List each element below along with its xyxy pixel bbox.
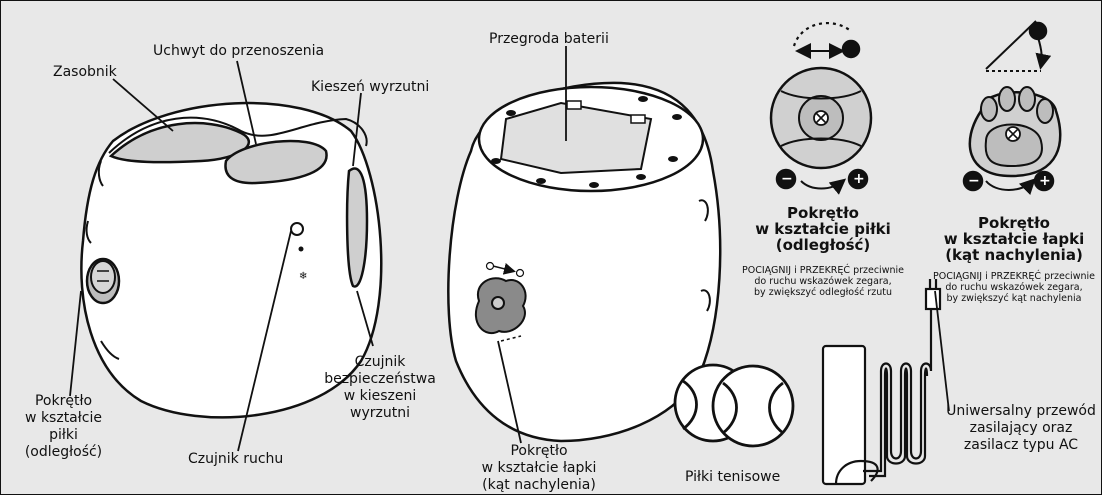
paw-knob-detail — [964, 21, 1060, 190]
label-carry-handle: Uchwyt do przenoszenia — [153, 43, 324, 60]
power-adapter — [823, 279, 940, 484]
label-battery-compartment: Przegroda baterii — [489, 31, 609, 48]
label-power-cord: Uniwersalny przewód zasilający oraz zasi… — [939, 403, 1102, 454]
launch-pocket — [347, 168, 367, 286]
plus-icon: + — [853, 170, 863, 188]
paw-knob-title: Pokrętło w kształcie łapki (kąt nachylen… — [939, 215, 1089, 263]
tennis-balls — [675, 365, 793, 446]
angle-knob-back — [476, 278, 526, 333]
motion-sensor-dot — [291, 223, 303, 235]
svg-text:❄: ❄ — [299, 271, 307, 282]
label-paw-knob-bottom: Pokrętło w kształcie łapki (kąt nachylen… — [464, 443, 614, 494]
minus-icon: − — [781, 170, 791, 188]
label-tennis-balls: Piłki tenisowe — [685, 469, 780, 486]
ball-knob-detail — [771, 23, 871, 188]
minus-icon: − — [968, 172, 978, 190]
label-launch-pocket: Kieszeń wyrzutni — [311, 79, 429, 96]
paw-knob-instructions: POCIĄGNIJ i PRZEKRĘĆ przeciwnie do ruchu… — [927, 271, 1101, 304]
label-safety-sensor: Czujnik bezpieczeństwa w kieszeni wyrzut… — [315, 354, 445, 422]
label-ball-knob-left: Pokrętło w kształcie piłki (odległość) — [6, 393, 121, 461]
label-hopper: Zasobnik — [53, 64, 117, 81]
distance-knob-left — [87, 259, 119, 303]
ball-knob-instructions: POCIĄGNIJ i PRZEKRĘĆ przeciwnie do ruchu… — [741, 265, 905, 298]
label-motion-sensor: Czujnik ruchu — [188, 451, 283, 468]
plus-icon: + — [1039, 172, 1049, 190]
ball-knob-title: Pokrętło w kształcie piłki (odległość) — [753, 205, 893, 253]
